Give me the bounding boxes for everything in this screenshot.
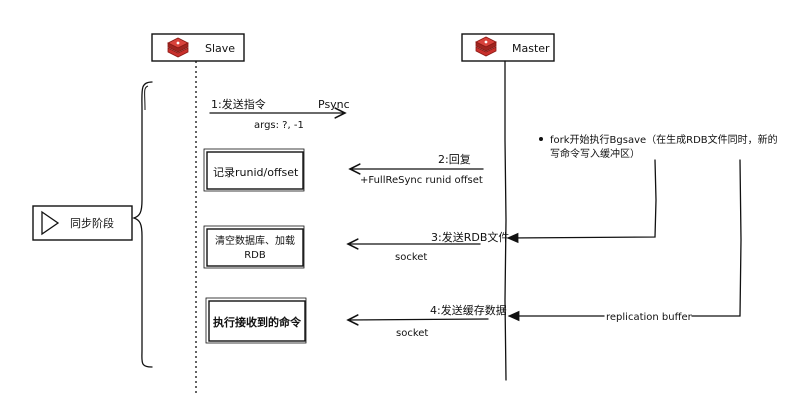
message-2-detail: +FullReSync runid offset [360,175,483,186]
message-4-detail: socket [396,328,428,339]
slave-actor: Slave [151,33,245,62]
phase-brace-stroke [144,85,149,111]
master-label: Master [512,42,550,55]
replication-buffer-label: replication buffer [606,312,693,323]
master-lifeline [504,60,507,381]
slave-step-record-frame-outer [203,148,305,192]
message-2-label: 2:回复 [438,152,471,166]
slave-step-execute-frame-outer [205,297,307,344]
slave-step-execute-frame [208,300,306,342]
message-3-label: 3:发送RDB文件 [431,230,509,244]
slave-step-load-line2: RDB [244,250,266,261]
bgsave-connector [506,159,657,244]
message-4: 4:发送缓存数据 socket [348,303,507,339]
redis-logo-icon [167,37,189,58]
slave-step-execute: 执行接收到的命令 [205,297,307,344]
phase-box: 同步阶段 [32,205,133,241]
message-1-command: Psync [318,98,350,111]
slave-label: Slave [205,42,235,55]
message-1-label: 1:发送指令 [211,97,266,111]
slave-step-load: 清空数据库、加载 RDB [203,225,305,269]
message-1-args: args: ?, -1 [254,120,304,131]
message-2: 2:回复 +FullReSync runid offset [350,152,484,186]
slave-step-execute-label: 执行接收到的命令 [213,315,302,329]
master-note: fork开始执行Bgsave（在生成RDB文件同时，新的 写命令写入缓冲区） [539,133,778,160]
play-icon [41,210,60,236]
message-3-detail: socket [395,252,427,263]
message-3: 3:发送RDB文件 socket [348,230,509,263]
master-note-bullet [539,137,543,141]
buffer-connector-right [691,159,742,317]
phase-label: 同步阶段 [70,216,114,230]
phase-box-frame [32,205,133,241]
slave-step-record-label: 记录runid/offset [213,166,299,179]
slave-step-record-frame [206,151,304,190]
master-note-line1: fork开始执行Bgsave（在生成RDB文件同时，新的 [550,133,778,146]
message-1: 1:发送指令 Psync args: ?, -1 [209,97,350,131]
slave-step-load-line1: 清空数据库、加载 [215,234,295,247]
master-note-line2: 写命令写入缓冲区） [550,147,640,160]
message-4-arrow [348,319,489,320]
phase-brace [131,81,153,368]
master-actor: Master [461,33,555,62]
slave-step-load-frame-outer [203,225,305,269]
slave-step-load-frame [206,228,304,267]
slave-actor-box [151,33,245,62]
redis-logo-icon [475,36,497,57]
message-4-label: 4:发送缓存数据 [430,303,507,317]
slave-step-record: 记录runid/offset [203,148,305,192]
